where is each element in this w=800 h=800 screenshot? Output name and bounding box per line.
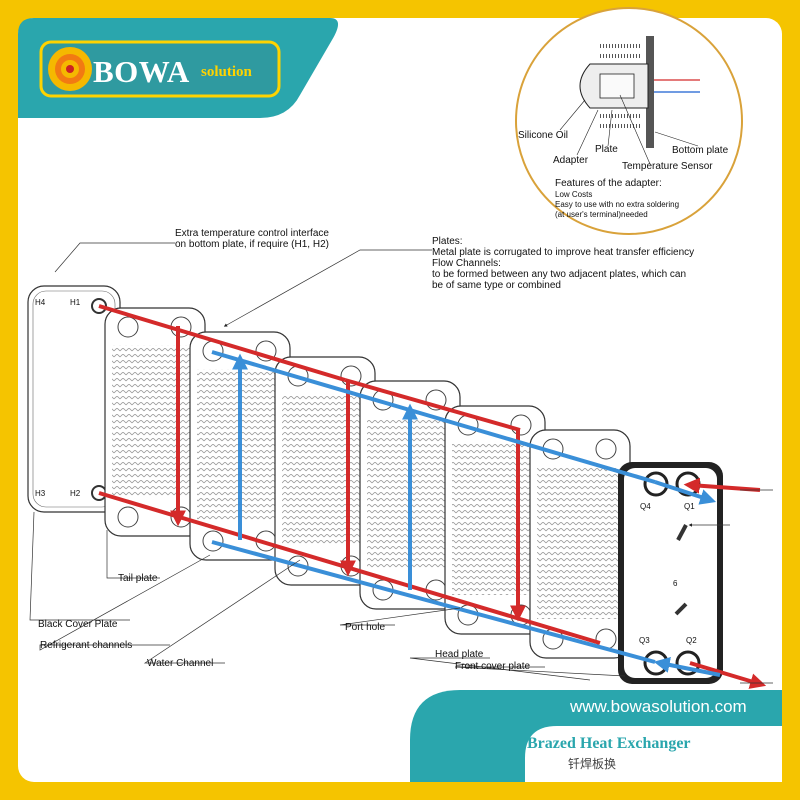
brand-name: BOWA xyxy=(93,54,190,89)
port-label-q2: Q2 xyxy=(686,636,697,645)
features-title: Features of the adapter: xyxy=(555,178,662,189)
center-mark: 6 xyxy=(673,579,678,588)
port-label-q3: Q3 xyxy=(639,636,650,645)
website-url: www.bowasolution.com xyxy=(570,697,747,716)
brand-suffix: solution xyxy=(201,64,252,80)
note-plates: be of same type or combined xyxy=(432,280,561,291)
bottom-plate-shape xyxy=(646,36,654,148)
label-plate: Plate xyxy=(595,144,618,155)
note-plates: to be formed between any two adjacent pl… xyxy=(432,269,687,280)
label-water-channel: Water Channel xyxy=(147,658,214,669)
product-title: Brazed Heat Exchanger xyxy=(527,735,691,752)
label-adapter: Adapter xyxy=(553,155,589,166)
label-tail-plate: Tail plate xyxy=(118,573,158,584)
label-refrigerant-channels: Refrigerant channels xyxy=(40,640,133,651)
footer-title-panel xyxy=(525,726,782,782)
note-extra-interface: on bottom plate, if require (H1, H2) xyxy=(175,239,329,250)
port-label-h2: H2 xyxy=(70,489,81,498)
front-cover-plate-shape xyxy=(618,462,723,684)
refrigerant-flow xyxy=(98,304,767,689)
label-silicone-oil: Silicone Oil xyxy=(518,130,569,141)
feature-item: Low Costs xyxy=(555,190,593,199)
label-bottom-plate: Bottom plate xyxy=(672,145,729,156)
port-label-h1: H1 xyxy=(70,298,81,307)
exchanger-stack xyxy=(27,285,723,684)
feature-item: (at user's terminal)needed xyxy=(555,210,648,219)
port-label-q4: Q4 xyxy=(640,502,651,511)
note-plates: Plates: xyxy=(432,236,463,247)
adapter-illustration xyxy=(559,36,700,165)
leader-lines xyxy=(29,242,773,684)
port-label-h4: H4 xyxy=(35,298,46,307)
adapter-detail-inset xyxy=(515,7,743,235)
label-port-hole: Port hole xyxy=(345,622,386,633)
label-black-cover-plate: Black Cover Plate xyxy=(38,619,118,630)
logo-frame xyxy=(39,40,281,98)
port-label-q1: Q1 xyxy=(684,502,695,511)
feature-item: Easy to use with no extra soldering xyxy=(555,200,680,209)
port-label-h3: H3 xyxy=(35,489,46,498)
water-flow xyxy=(211,350,721,677)
note-extra-interface: Extra temperature control interface xyxy=(175,228,329,239)
head-plate-shape xyxy=(529,429,631,659)
product-subtitle-cn: 钎焊板换 xyxy=(568,757,617,771)
label-temperature-sensor: Temperature Sensor xyxy=(622,161,713,172)
label-front-cover-plate: Front cover plate xyxy=(455,661,531,672)
note-plates: Flow Channels: xyxy=(432,258,501,269)
note-plates: Metal plate is corrugated to improve hea… xyxy=(432,247,695,258)
label-head-plate: Head plate xyxy=(435,649,484,660)
